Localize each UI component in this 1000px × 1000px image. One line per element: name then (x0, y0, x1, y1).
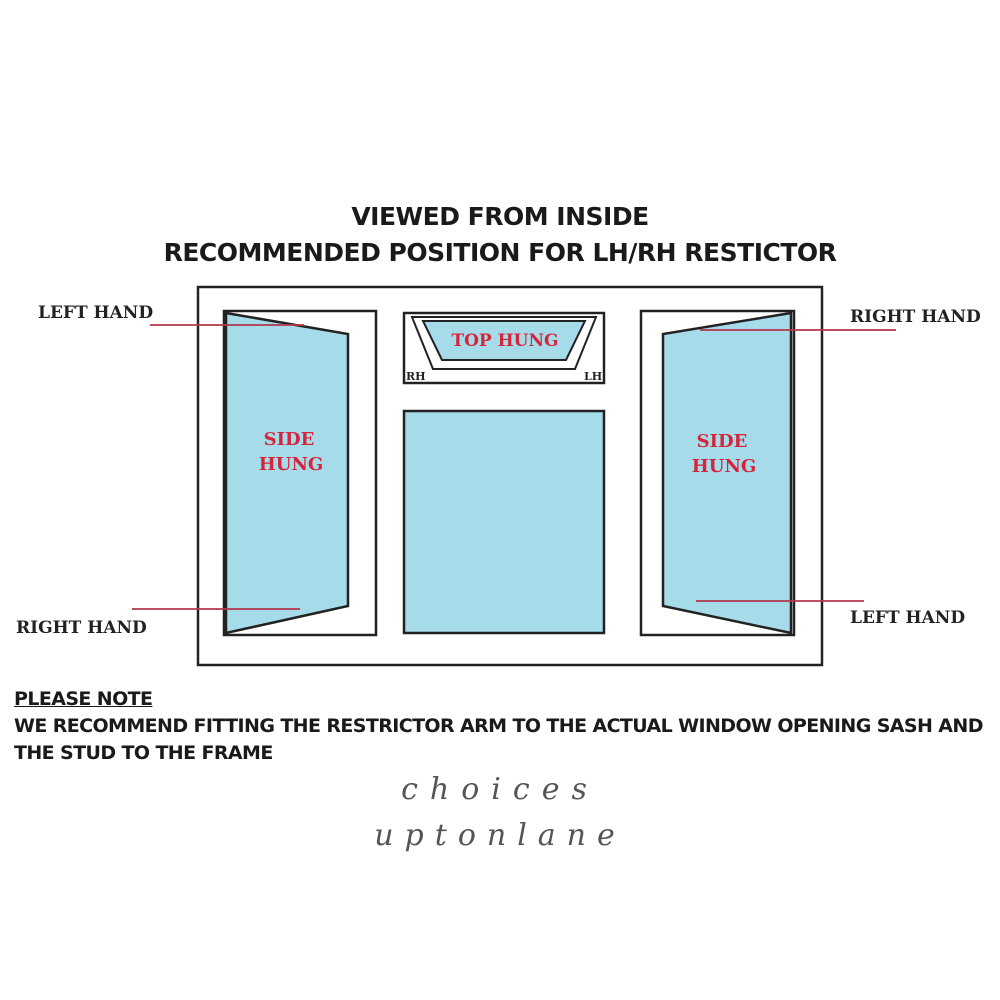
top-hung-lh-label: LH (584, 370, 602, 383)
right-pane-label-line2: HUNG (692, 456, 757, 477)
label-left-hand-bottom-right: LEFT HAND (850, 608, 965, 628)
left-side-hung-sash (224, 311, 350, 635)
diagram-title: VIEWED FROM INSIDE (351, 202, 649, 231)
diagram-subtitle: RECOMMENDED POSITION FOR LH/RH RESTICTOR (163, 238, 837, 267)
fixed-centre-pane (402, 409, 606, 635)
left-pane-label-line1: SIDE (264, 429, 315, 450)
left-pane-label-line2: HUNG (259, 454, 324, 475)
top-hung-sash (421, 320, 587, 361)
right-side-hung-sash (661, 311, 793, 635)
note-body: WE RECOMMEND FITTING THE RESTRICTOR ARM … (14, 715, 983, 764)
label-left-hand-top: LEFT HAND (38, 303, 153, 323)
right-pane-label-line1: SIDE (697, 431, 748, 452)
top-hung-outline (410, 316, 598, 370)
label-right-hand-bottom-left: RIGHT HAND (16, 618, 147, 638)
note-title: PLEASE NOTE (14, 688, 153, 710)
brand-line-1: choices (401, 772, 599, 807)
label-right-hand-top: RIGHT HAND (850, 307, 981, 327)
brand-line-2: uptonlane (374, 818, 626, 853)
top-hung-rh-label: RH (406, 370, 426, 383)
top-hung-label: TOP HUNG (451, 331, 558, 351)
